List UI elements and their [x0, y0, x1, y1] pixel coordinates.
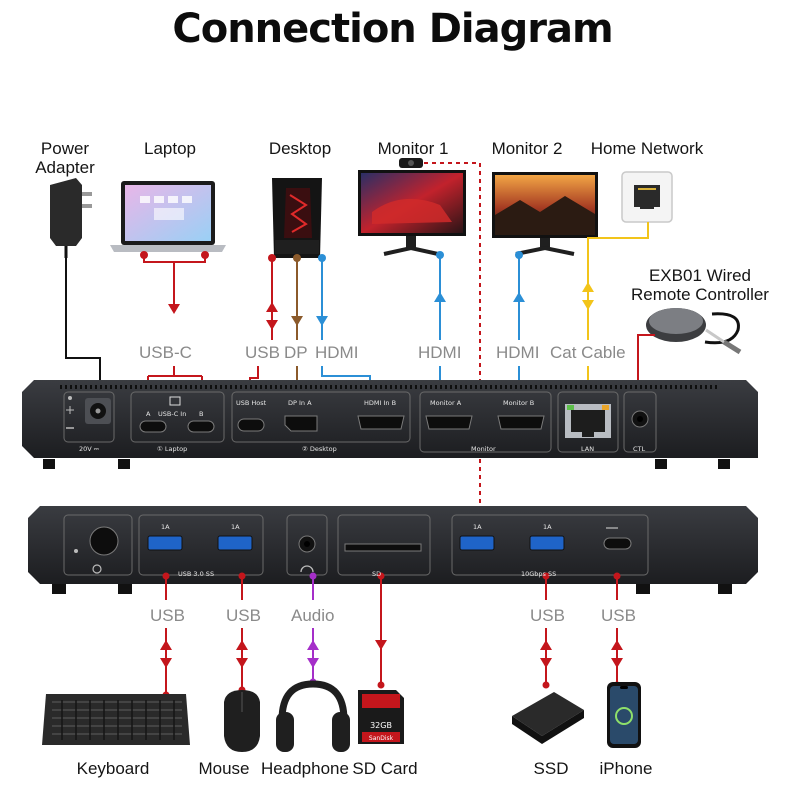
- label-home-network: Home Network: [590, 139, 704, 158]
- cable-label-usb-iphone: USB: [601, 606, 636, 625]
- label-keyboard: Keyboard: [76, 759, 150, 778]
- port-label-monitor-b: Monitor B: [503, 399, 535, 407]
- port-label-hdmi-in: HDMI In B: [364, 399, 397, 407]
- keyboard-icon: [42, 694, 190, 745]
- dock-rear-panel: [22, 380, 758, 469]
- monitor-2-icon: [492, 172, 598, 256]
- label-sd-card: SD Card: [352, 759, 418, 778]
- port-label-ctl: CTL: [633, 445, 646, 453]
- dock-front-panel: [28, 506, 758, 594]
- ssd-icon: [512, 692, 584, 744]
- cable-label-cat-cable: Cat Cable: [550, 343, 626, 362]
- label-mouse: Mouse: [198, 759, 250, 778]
- port-label-usb-1a-1: 1A: [161, 523, 170, 531]
- port-label-usbc-a: A: [146, 410, 151, 418]
- label-desktop: Desktop: [268, 139, 332, 158]
- group-label-monitor: Monitor: [471, 445, 496, 453]
- desktop-icon: [272, 178, 322, 258]
- port-label-monitor-a: Monitor A: [430, 399, 462, 407]
- cable-label-usb-mouse: USB: [226, 606, 261, 625]
- group-label-laptop: ① Laptop: [157, 445, 188, 453]
- port-label-usbc-b: B: [199, 410, 204, 418]
- cable-label-usb: USB: [245, 343, 280, 362]
- group-label-10gbps: 10Gbps SS: [521, 570, 557, 578]
- port-label-dc: 20V ⎓: [79, 445, 99, 453]
- port-label-sd: SD: [372, 570, 382, 578]
- power-adapter-icon: [50, 178, 92, 258]
- label-remote-controller: EXB01 Wired Remote Controller: [631, 266, 769, 304]
- sd-card-brand: SanDisk: [369, 735, 394, 742]
- cable-label-dp: DP: [284, 343, 308, 362]
- cable-label-usb-keyboard: USB: [150, 606, 185, 625]
- group-label-desktop: ② Desktop: [302, 445, 337, 453]
- iphone-icon: [607, 682, 641, 748]
- sd-card-icon: 32GB SanDisk: [358, 690, 404, 744]
- ethernet-wall-plate-icon: [621, 171, 673, 223]
- cable-label-usb-ssd: USB: [530, 606, 565, 625]
- label-monitor-2: Monitor 2: [491, 139, 563, 158]
- cable-label-usb-c: USB-C: [139, 343, 192, 362]
- port-label-usb-1a-4: 1A: [543, 523, 552, 531]
- port-label-usb-1a-3: 1A: [473, 523, 482, 531]
- group-label-usb30: USB 3.0 SS: [178, 570, 215, 578]
- cable-label-hdmi-desktop: HDMI: [315, 343, 359, 362]
- port-label-usb-host: USB Host: [236, 399, 267, 407]
- port-label-usb-1a-2: 1A: [231, 523, 240, 531]
- label-monitor-1: Monitor 1: [377, 139, 449, 158]
- port-label-usbc-in: USB-C In: [158, 410, 187, 418]
- cable-label-hdmi-monitor-1: HDMI: [418, 343, 462, 362]
- port-label-dp-in: DP In A: [288, 399, 312, 407]
- label-ssd: SSD: [533, 759, 569, 778]
- cable-label-hdmi-monitor-2: HDMI: [496, 343, 540, 362]
- label-iphone: iPhone: [599, 759, 653, 778]
- mouse-icon: [224, 690, 260, 752]
- headphone-icon: [276, 680, 350, 752]
- monitor-1-icon: [358, 158, 466, 256]
- diagram-title: Connection Diagram: [172, 6, 613, 52]
- label-power-adapter: Power Adapter: [35, 139, 95, 177]
- remote-controller-icon: [646, 308, 742, 355]
- cable-label-audio: Audio: [291, 606, 335, 625]
- port-label-lan: LAN: [581, 445, 595, 453]
- label-laptop: Laptop: [144, 139, 196, 158]
- label-headphone: Headphone: [261, 759, 349, 778]
- laptop-icon: [110, 181, 226, 252]
- sd-card-capacity: 32GB: [370, 721, 392, 730]
